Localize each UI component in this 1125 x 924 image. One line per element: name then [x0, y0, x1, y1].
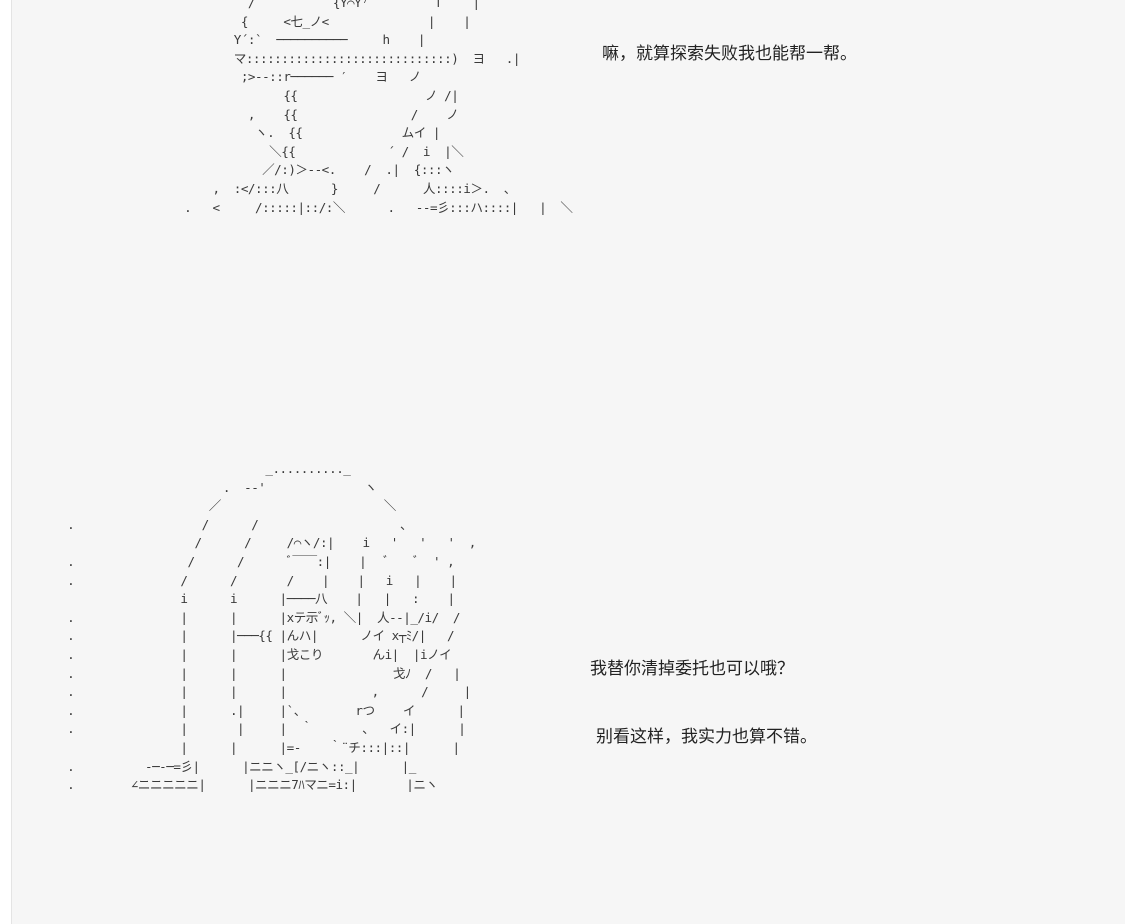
- ascii-art-bottom: _.........._ . -‐' ヽ ／ ＼ . / / 、 / / /⌒ヽ…: [67, 461, 476, 793]
- dialogue-line-2: 我替你清掉委托也可以哦？: [590, 659, 794, 679]
- dialogue-line-1: 嘛，就算探索失败我也能帮一帮。: [602, 44, 857, 64]
- dialogue-line-3: 别看这样，我实力也算不错。: [596, 727, 817, 747]
- ascii-art-top: / {Y⌒Y⁷ ｉ | { <七_ノ< | | Y´:` ────────── …: [184, 0, 573, 215]
- page-canvas: / {Y⌒Y⁷ ｉ | { <七_ノ< | | Y´:` ────────── …: [11, 0, 1125, 924]
